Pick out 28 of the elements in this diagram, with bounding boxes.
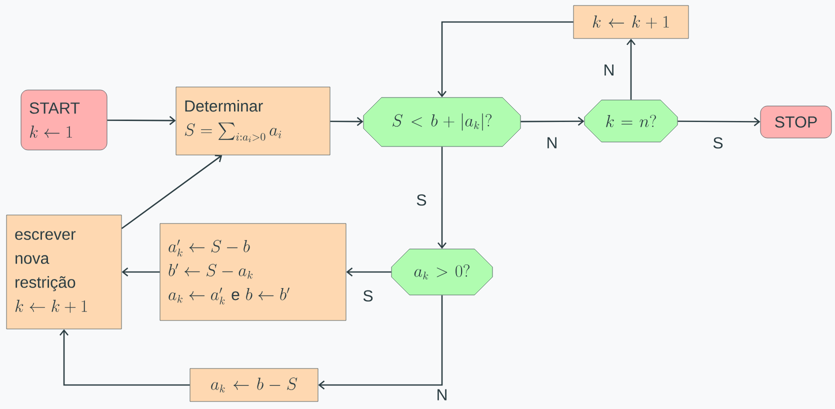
process-box: $k \leftarrow k+1$: [573, 5, 689, 39]
arrow: [60, 329, 190, 386]
edge-label: N: [602, 64, 616, 76]
edge-label: S: [415, 193, 428, 207]
edge-label: N: [545, 136, 559, 150]
arrow: [626, 38, 636, 100]
process-box: $a'_k \leftarrow S - b$ $b' \leftarrow S - a_k$ $a_k \leftarrow a'_k \text{ e } b \leftarrow b'$: [160, 223, 346, 321]
process-box: $a_k \leftarrow b - S$: [190, 368, 318, 402]
decision-octagon: $k = n?$: [584, 100, 678, 142]
arrow: [318, 295, 443, 390]
edge-label: S: [712, 136, 724, 150]
process-box: Determinar $S = \sum_{i:a_i>0} a_i$: [176, 86, 330, 156]
arrow: [678, 117, 760, 126]
arrow: [330, 117, 364, 126]
edge-label: S: [362, 289, 374, 303]
arrow: [520, 116, 584, 126]
process-box: escrever nova restrição $k \leftarrow k+1$: [6, 214, 122, 330]
terminal-box: STOP: [760, 106, 832, 138]
arrow: [107, 116, 176, 126]
arrow: [438, 21, 574, 98]
arrow: [346, 267, 392, 276]
terminal-box: START $k \leftarrow 1$: [20, 90, 108, 150]
arrow: [121, 154, 222, 230]
edge-label: N: [435, 388, 449, 402]
decision-octagon: $S < b + |a_k|?$: [363, 97, 521, 147]
arrow: [438, 146, 447, 249]
arrow: [122, 267, 160, 276]
decision-octagon: $a_k > 0?$: [391, 248, 493, 296]
